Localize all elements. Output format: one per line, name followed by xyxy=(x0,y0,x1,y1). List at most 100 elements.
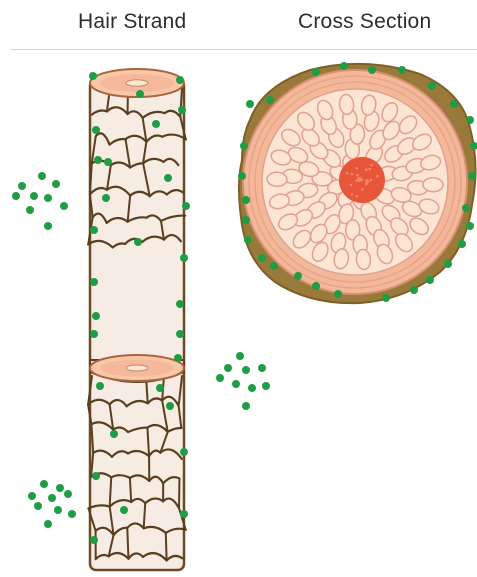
green-dot-icon xyxy=(312,282,320,290)
cuticle-scale-edge xyxy=(127,528,128,559)
green-dot-icon xyxy=(44,222,52,230)
green-dot-icon xyxy=(136,90,144,98)
medulla-cell xyxy=(355,167,358,170)
green-dot-icon xyxy=(258,254,266,262)
green-dot-icon xyxy=(428,82,436,90)
medulla-cell xyxy=(356,195,359,198)
green-dot-icon xyxy=(176,300,184,308)
green-dot-icon xyxy=(232,380,240,388)
medulla-cell xyxy=(370,179,373,182)
medulla-cell xyxy=(351,193,354,196)
medulla-cell xyxy=(350,184,353,187)
medulla-cell xyxy=(351,173,354,176)
medulla-cell xyxy=(356,174,359,177)
cortex-cell xyxy=(423,177,443,192)
green-dot-icon xyxy=(90,330,98,338)
hair-cut-middle xyxy=(90,355,184,382)
green-dot-icon xyxy=(180,448,188,456)
green-dot-icon xyxy=(246,100,254,108)
medulla-cell xyxy=(370,164,373,167)
green-dot-icon xyxy=(258,364,266,372)
green-dot-icon xyxy=(266,96,274,104)
green-dot-icon xyxy=(156,384,164,392)
green-dot-icon xyxy=(178,106,186,114)
green-dot-icon xyxy=(44,520,52,528)
green-dot-icon xyxy=(180,254,188,262)
green-dot-icon xyxy=(312,68,320,76)
green-dot-icon xyxy=(102,194,110,202)
green-dot-icon xyxy=(152,120,160,128)
green-dot-icon xyxy=(368,66,376,74)
green-dot-icon xyxy=(174,354,182,362)
green-dot-icon xyxy=(164,174,172,182)
cuticle-scale-edge xyxy=(130,478,131,502)
green-dot-icon xyxy=(34,502,42,510)
cortex-cell xyxy=(267,172,287,187)
green-dot-icon xyxy=(166,402,174,410)
green-dot-icon xyxy=(466,222,474,230)
green-dot-icon xyxy=(382,294,390,302)
green-dot-icon xyxy=(90,536,98,544)
green-dot-icon xyxy=(444,260,452,268)
green-dot-icon xyxy=(28,492,36,500)
green-dot-icon xyxy=(44,194,52,202)
green-dot-icon xyxy=(92,312,100,320)
cuticle-scale-edge xyxy=(166,533,167,561)
green-dot-icon xyxy=(40,480,48,488)
green-dot-icon xyxy=(398,66,406,74)
green-dot-icon xyxy=(18,182,26,190)
green-dot-icon xyxy=(38,172,46,180)
green-dot-icon xyxy=(240,142,248,150)
medulla-cell xyxy=(365,179,368,182)
green-dot-icon xyxy=(270,262,278,270)
medulla-cell xyxy=(365,183,368,186)
hair-strand-illustration xyxy=(88,69,186,570)
green-dot-icon xyxy=(340,62,348,70)
green-dot-icon xyxy=(238,172,246,180)
green-dot-icon xyxy=(244,236,252,244)
green-dot-icon xyxy=(90,226,98,234)
green-dot-icon xyxy=(68,510,76,518)
green-dot-icon xyxy=(236,352,244,360)
green-dot-icon xyxy=(224,364,232,372)
medulla-cell xyxy=(359,177,362,180)
green-dot-icon xyxy=(182,202,190,210)
green-dot-icon xyxy=(462,204,470,212)
green-dot-icon xyxy=(242,216,250,224)
medulla-cell xyxy=(346,172,349,175)
green-dot-icon xyxy=(242,196,250,204)
green-dot-icon xyxy=(134,238,142,246)
medulla-cell xyxy=(361,188,364,191)
medulla-cell xyxy=(355,179,358,182)
green-dot-icon xyxy=(426,276,434,284)
green-dot-icon xyxy=(262,382,270,390)
green-dot-icon xyxy=(94,156,102,164)
green-dot-icon xyxy=(64,490,72,498)
green-dot-icon xyxy=(176,330,184,338)
green-dot-icon xyxy=(120,506,128,514)
hair-shaft xyxy=(90,80,184,570)
green-dot-icon xyxy=(176,76,184,84)
green-dot-icon xyxy=(89,72,97,80)
green-dot-icon xyxy=(450,100,458,108)
green-dot-icon xyxy=(48,494,56,502)
green-dot-icon xyxy=(12,192,20,200)
green-dot-icon xyxy=(180,510,188,518)
green-dot-icon xyxy=(242,366,250,374)
medulla-cell xyxy=(365,169,368,172)
green-dot-icon xyxy=(248,384,256,392)
green-dot-icon xyxy=(458,240,466,248)
green-dot-icon xyxy=(92,472,100,480)
green-dot-icon xyxy=(104,158,112,166)
green-dot-icon xyxy=(468,172,476,180)
green-dot-icon xyxy=(52,180,60,188)
green-dot-icon xyxy=(294,272,302,280)
green-dot-icon xyxy=(110,430,118,438)
green-dot-icon xyxy=(466,116,474,124)
green-dot-icon xyxy=(26,206,34,214)
green-dot-icon xyxy=(216,374,224,382)
green-dot-icon xyxy=(410,286,418,294)
green-dot-icon xyxy=(56,484,64,492)
green-dot-icon xyxy=(54,506,62,514)
green-dot-icon xyxy=(92,126,100,134)
